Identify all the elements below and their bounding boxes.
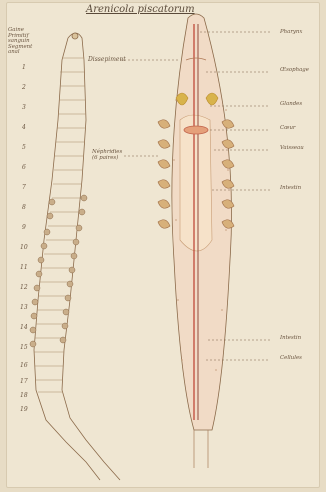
segment-number-8: 8: [22, 204, 26, 211]
segment-number-2: 2: [22, 84, 26, 91]
top-left-label: Gaine Primitif sanguin Segment anal: [8, 28, 32, 56]
top-left-label-line-5: anal: [8, 50, 32, 56]
segment-number-14: 14: [20, 324, 28, 331]
segment-number-19: 19: [20, 406, 28, 413]
segment-number-4: 4: [22, 124, 26, 131]
segment-number-12: 12: [20, 284, 28, 291]
label-right-7: Intestin: [280, 336, 301, 342]
segment-number-11: 11: [20, 264, 28, 271]
label-nephridies: Néphridies (6 paires): [92, 150, 122, 161]
segment-number-9: 9: [22, 224, 26, 231]
label-right-3: Glandes: [280, 102, 302, 108]
label-right-4: Cœur: [280, 126, 296, 132]
segment-number-18: 18: [20, 392, 28, 399]
segment-number-13: 13: [20, 304, 28, 311]
segment-number-3: 3: [22, 104, 26, 111]
label-right-2: Œsophage: [280, 68, 309, 74]
worm-dissected-view: [158, 14, 234, 468]
segment-number-7: 7: [22, 184, 26, 191]
label-right-6: Intestin: [280, 186, 301, 192]
label-right-8: Cellules: [280, 356, 302, 362]
segment-number-15: 15: [20, 344, 28, 351]
segment-number-5: 5: [22, 144, 26, 151]
plate-title: Arenicola piscatorum: [86, 4, 195, 15]
label-right-5: Vaisseau: [280, 146, 304, 152]
segment-number-16: 16: [20, 362, 28, 369]
label-right-1: Pharynx: [280, 30, 302, 36]
segment-number-6: 6: [22, 164, 26, 171]
label-dissepiment: Dissepiment: [88, 57, 126, 63]
label-nephridies-line-2: (6 paires): [92, 156, 122, 162]
segment-number-10: 10: [20, 244, 28, 251]
segment-number-17: 17: [20, 378, 28, 385]
segment-number-1: 1: [22, 64, 26, 71]
